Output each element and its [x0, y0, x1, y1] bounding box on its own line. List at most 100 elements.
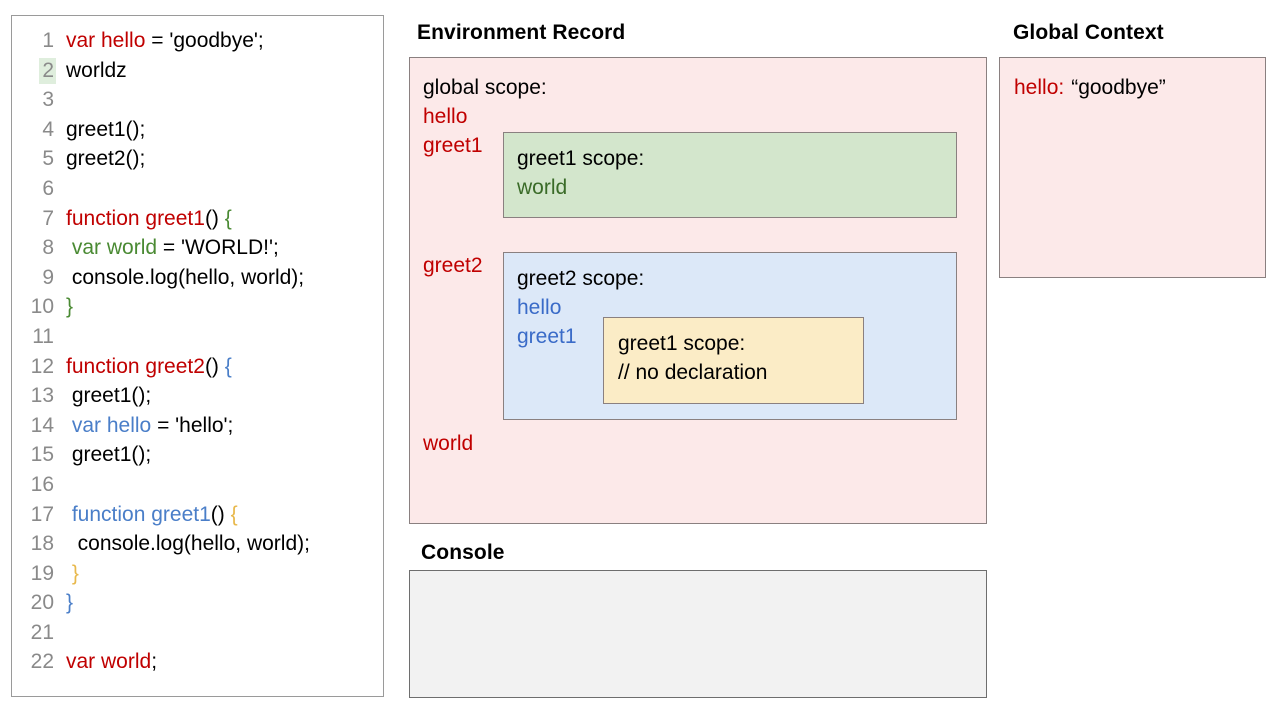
code-line-text: worldz	[56, 59, 127, 83]
code-token: ;	[151, 650, 158, 674]
code-line[interactable]: 21	[12, 620, 383, 650]
code-token: ()	[210, 502, 231, 526]
console-heading: Console	[421, 541, 505, 564]
global-context-entry: hello:“goodbye”	[1014, 76, 1166, 100]
code-line-number: 3	[42, 88, 54, 112]
code-token: {	[224, 354, 232, 378]
code-line[interactable]: 8 var world = 'WORLD!';	[12, 235, 383, 265]
code-line-text: greet2();	[56, 147, 145, 171]
code-line[interactable]: 2 worldz	[12, 57, 383, 88]
code-token: greet1();	[66, 443, 152, 467]
code-token: greet1();	[66, 117, 146, 141]
code-line-text: }	[56, 295, 73, 319]
code-token: function greet2	[66, 354, 205, 378]
code-line[interactable]: 13 greet1();	[12, 383, 383, 413]
code-line-text: var hello = 'hello';	[56, 413, 234, 438]
code-line[interactable]: 3	[12, 87, 383, 117]
code-line-number: 7	[42, 206, 54, 230]
code-line[interactable]: 15 greet1();	[12, 442, 383, 472]
code-token: console.log(hello, world);	[66, 532, 310, 556]
greet2-scope-binding-hello: hello	[517, 296, 562, 319]
greet1-nested-scope-note: // no declaration	[618, 361, 768, 384]
code-line[interactable]: 14 var hello = 'hello';	[12, 413, 383, 443]
environment-record-box: global scope: hello greet1 greet2 world …	[409, 57, 987, 524]
code-line-number: 10	[30, 295, 54, 319]
environment-record-heading: Environment Record	[417, 21, 626, 44]
code-line-text: function greet2() {	[56, 355, 232, 379]
code-line-number: 13	[30, 384, 54, 408]
code-token: var world	[71, 236, 158, 260]
code-line-text: var world = 'WORLD!';	[56, 236, 279, 260]
code-line[interactable]: 18 console.log(hello, world);	[12, 531, 383, 561]
code-token: ()	[204, 354, 225, 378]
code-line-text: }	[56, 562, 79, 586]
code-line[interactable]: 20}	[12, 590, 383, 620]
code-token: {	[224, 206, 232, 230]
code-token: = 'hello';	[151, 413, 234, 437]
code-line-text: var hello = 'goodbye';	[56, 29, 264, 53]
console-output-box[interactable]	[409, 570, 987, 698]
greet2-scope-title: greet2 scope:	[517, 267, 645, 290]
code-token: var world	[66, 650, 152, 674]
code-token: greet1();	[66, 384, 152, 408]
code-line[interactable]: 11	[12, 324, 383, 354]
code-line-text: console.log(hello, world);	[56, 532, 310, 556]
code-line-text: function greet1() {	[56, 503, 238, 527]
code-line-number: 11	[32, 324, 54, 348]
code-line[interactable]: 16	[12, 472, 383, 502]
global-scope-binding-hello: hello	[423, 105, 468, 128]
code-line-text: function greet1() {	[56, 207, 232, 231]
greet1-nested-scope-box: greet1 scope: // no declaration	[603, 317, 864, 404]
global-scope-binding-world: world	[423, 432, 474, 455]
console-output-text	[410, 571, 986, 587]
global-scope-binding-greet1: greet1	[423, 134, 483, 157]
code-line-number: 17	[30, 502, 54, 526]
code-token: console.log(hello, world);	[66, 265, 305, 289]
greet2-scope-binding-greet1: greet1	[517, 325, 577, 348]
code-line-number: 8	[42, 236, 54, 260]
global-context-entry-key: hello:	[1014, 76, 1065, 99]
code-line-text: console.log(hello, world);	[56, 266, 304, 290]
code-line[interactable]: 10}	[12, 294, 383, 324]
code-token: {	[230, 502, 238, 526]
greet1-scope-title: greet1 scope:	[517, 147, 645, 170]
code-token: ()	[204, 206, 225, 230]
code-token: worldz	[66, 58, 127, 82]
code-line-number: 2	[12, 57, 56, 84]
greet1-scope-box: greet1 scope: world	[503, 132, 957, 218]
code-token: }	[66, 295, 74, 319]
code-line-text: }	[56, 591, 73, 615]
code-token: var hello	[66, 29, 146, 52]
code-token: = 'goodbye';	[145, 29, 264, 52]
code-token: function greet1	[66, 206, 205, 230]
global-scope-binding-greet2: greet2	[423, 254, 483, 277]
code-line-number: 20	[30, 591, 54, 615]
greet1-nested-scope-title: greet1 scope:	[618, 332, 746, 355]
code-token: var hello	[71, 413, 152, 437]
code-line[interactable]: 19 }	[12, 561, 383, 591]
code-line-text: var world;	[56, 650, 157, 674]
code-line[interactable]: 17 function greet1() {	[12, 502, 383, 532]
code-line-number: 16	[30, 472, 54, 496]
code-token: function greet1	[71, 502, 211, 526]
global-context-box: hello:“goodbye”	[999, 57, 1266, 278]
code-line[interactable]: 9 console.log(hello, world);	[12, 265, 383, 295]
global-scope-title: global scope:	[423, 76, 547, 99]
code-line-number: 1	[42, 29, 54, 52]
code-line[interactable]: 6	[12, 176, 383, 206]
code-line-text: greet1();	[56, 443, 151, 467]
code-line[interactable]: 4 greet1();	[12, 117, 383, 147]
code-line-number: 6	[42, 176, 54, 200]
code-line-number: 4	[42, 117, 54, 141]
code-token: greet2();	[66, 147, 146, 171]
code-line-number: 22	[30, 650, 54, 674]
code-token: }	[71, 561, 79, 585]
code-line-text: greet1();	[56, 384, 151, 408]
